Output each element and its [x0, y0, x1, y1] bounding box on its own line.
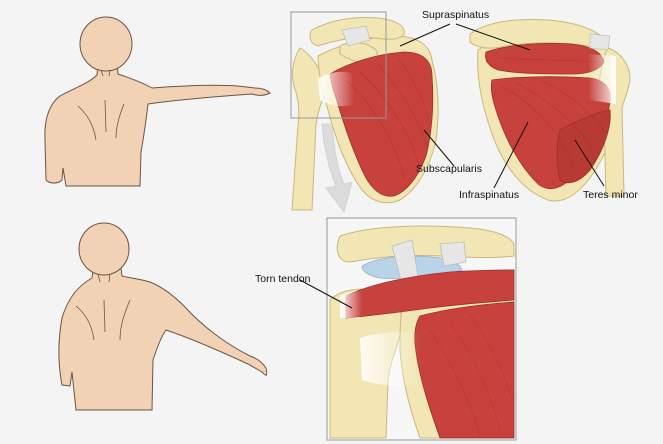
figure-bottom-spine-line	[103, 299, 106, 333]
posterior-tendon-fade	[588, 54, 616, 104]
label-teres-minor: Teres minor	[583, 189, 638, 201]
figure-top-scapula-left	[77, 105, 97, 141]
figure-bottom-arm-lowered	[58, 222, 268, 411]
zoom-torn-tendon	[340, 291, 362, 318]
leader-supraspinatus-2	[455, 23, 531, 51]
leader-infraspinatus	[493, 121, 529, 189]
subscapularis-fibers	[344, 57, 431, 181]
figure-bottom-body	[58, 259, 268, 411]
label-infraspinatus: Infraspinatus	[459, 189, 519, 201]
figure-top-body	[44, 61, 271, 187]
label-torn-tendon: Torn tendon	[255, 273, 311, 285]
zoom-detail-panel	[326, 217, 517, 441]
figure-top-head	[79, 16, 133, 72]
figure-top-arm-raised	[44, 16, 271, 187]
shoulder-posterior-view	[469, 19, 631, 202]
subscapularis-tendon-fade	[318, 71, 354, 107]
figure-bottom-neck-marks	[97, 273, 111, 283]
zoom-supraspinatus	[345, 269, 515, 319]
label-subscapularis: Subscapularis	[416, 163, 482, 175]
supraspinatus-tendon-left	[341, 25, 371, 47]
infraspinatus-fibers	[495, 57, 605, 171]
leader-teres-minor	[574, 139, 605, 187]
zoom-tear-fade-lower	[360, 331, 420, 387]
figure-bottom-scapula-left	[75, 305, 95, 341]
leader-subscapularis	[423, 129, 455, 167]
leader-torn-tendon	[299, 279, 353, 309]
figure-top-scapula-right	[115, 103, 125, 139]
label-supraspinatus: Supraspinatus	[422, 9, 489, 21]
tendon-attachment-right	[589, 33, 611, 51]
zoom-arrow-shape	[321, 123, 353, 213]
leader-supraspinatus-1	[399, 23, 451, 47]
figure-top-neck-marks	[100, 69, 111, 77]
figure-top-spine-line	[104, 99, 107, 133]
zoom-muscle-fibers	[429, 313, 513, 437]
figure-bottom-head	[78, 222, 130, 276]
zoom-clavicle	[336, 225, 515, 263]
zoom-arrow	[321, 123, 353, 213]
shoulder-anterior-view	[291, 17, 439, 211]
figure-bottom-scapula-right	[119, 299, 131, 341]
zoom-tendon-2	[439, 241, 467, 267]
zoom-source-box	[290, 11, 387, 119]
teres-minor-muscle	[556, 109, 611, 184]
leader-lines	[299, 23, 605, 309]
